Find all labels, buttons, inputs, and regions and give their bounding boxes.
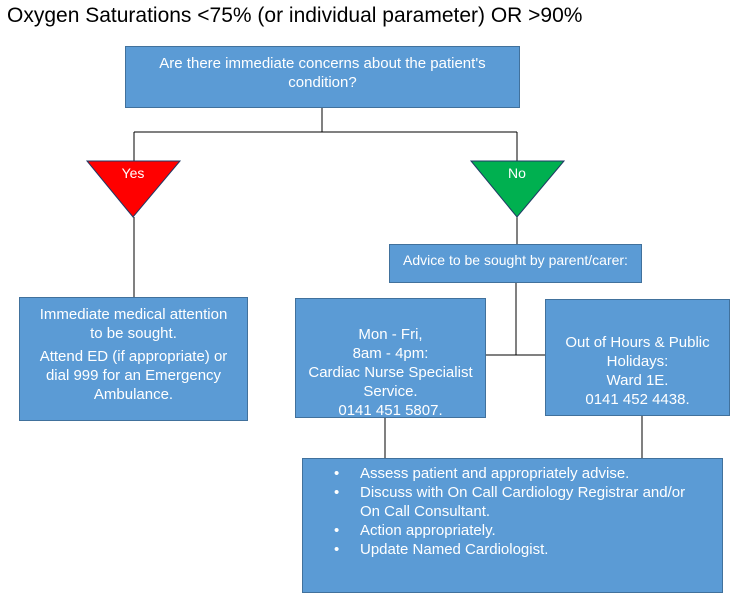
list-item: Update Named Cardiologist. <box>303 540 706 559</box>
out-of-hours-box: Out of Hours & Public Holidays: Ward 1E.… <box>545 299 730 416</box>
immediate-text-2: Attend ED (if appropriate) or dial 999 f… <box>39 348 228 403</box>
list-item: Action appropriately. <box>303 521 706 540</box>
no-triangle <box>469 160 566 218</box>
weekday-service-box: Mon - Fri, 8am - 4pm: Cardiac Nurse Spec… <box>295 298 486 419</box>
yes-label: Yes <box>121 165 145 181</box>
out-of-hours-text: Out of Hours & Public Holidays: Ward 1E.… <box>565 334 710 408</box>
list-item: Assess patient and appropriately advise. <box>303 464 706 483</box>
page-title: Oxygen Saturations <75% (or individual p… <box>7 4 583 27</box>
list-item: Discuss with On Call Cardiology Registra… <box>303 483 706 521</box>
question-text: Are there immediate concerns about the p… <box>159 55 486 91</box>
yes-triangle <box>85 160 182 218</box>
immediate-attention-box: Immediate medical attention to be sought… <box>19 297 248 421</box>
question-box: Are there immediate concerns about the p… <box>125 46 520 108</box>
no-label: No <box>508 165 526 181</box>
advice-text: Advice to be sought by parent/carer: <box>403 252 628 268</box>
advice-box: Advice to be sought by parent/carer: <box>389 244 642 283</box>
actions-box: Assess patient and appropriately advise.… <box>302 458 723 593</box>
immediate-text-1: Immediate medical attention to be sought… <box>39 306 228 342</box>
weekday-service-text: Mon - Fri, 8am - 4pm: Cardiac Nurse Spec… <box>308 326 473 419</box>
action-list: Assess patient and appropriately advise.… <box>303 464 706 559</box>
